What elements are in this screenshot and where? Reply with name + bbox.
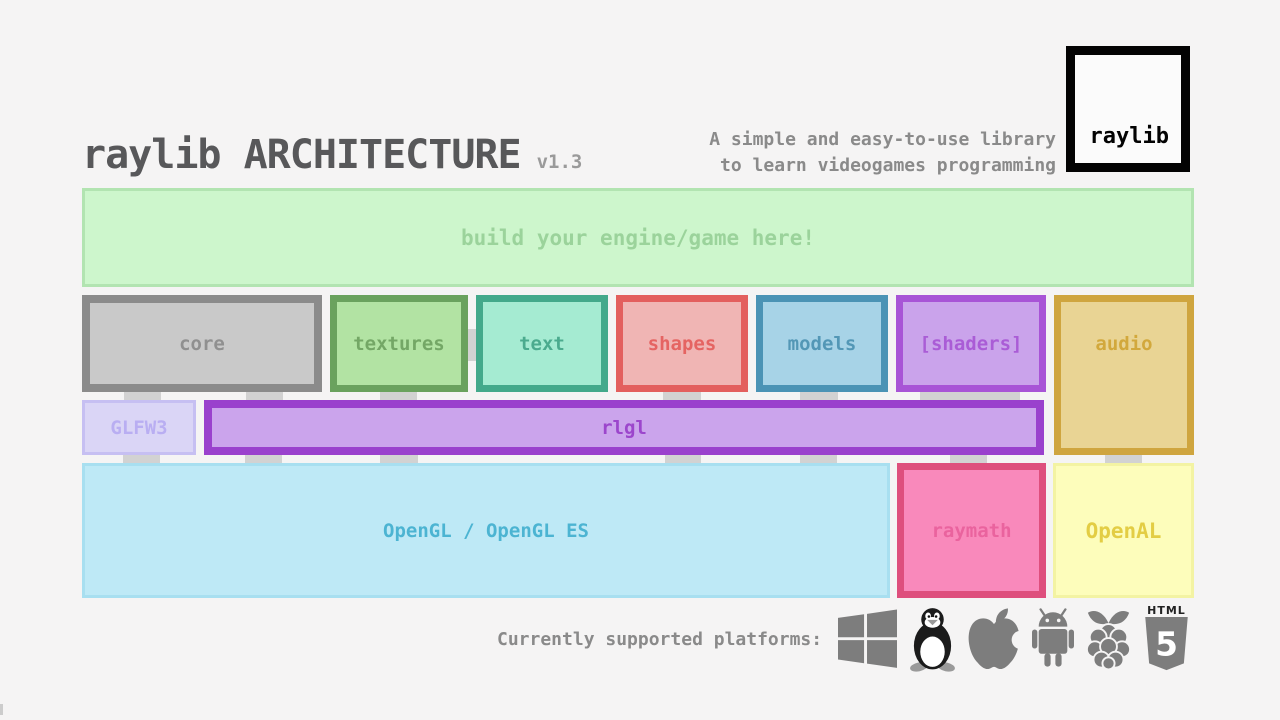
connector <box>245 454 282 464</box>
module-glfw3: GLFW3 <box>82 400 196 455</box>
module-raymath-label: raymath <box>931 519 1012 542</box>
engine-banner: build your engine/game here! <box>82 188 1194 287</box>
raspberry-pi-icon <box>1086 607 1131 671</box>
module-audio: audio <box>1054 295 1194 455</box>
module-core-label: core <box>179 332 225 355</box>
module-text-label: text <box>519 332 565 355</box>
module-shapes-label: shapes <box>647 332 717 355</box>
module-textures: textures <box>330 295 468 392</box>
raylib-logo: raylib <box>1066 46 1190 172</box>
engine-banner-label: build your engine/game here! <box>460 225 815 250</box>
module-text: text <box>476 295 608 392</box>
raylib-logo-label: raylib <box>1089 124 1169 149</box>
connector <box>123 454 160 464</box>
module-audio-label: audio <box>1095 333 1153 355</box>
html5-word: HTML <box>1147 604 1186 617</box>
tagline-line2: to learn videogames programming <box>720 155 1056 176</box>
page-title: raylib ARCHITECTURE <box>82 132 522 178</box>
connector <box>380 391 417 401</box>
module-core: core <box>82 295 322 392</box>
connector <box>663 391 701 401</box>
module-rlgl: rlgl <box>204 400 1044 455</box>
header: raylib ARCHITECTURE v1.3 <box>82 132 582 178</box>
module-models-label: models <box>787 332 857 355</box>
connector <box>124 391 161 401</box>
linux-icon <box>909 606 956 672</box>
connector <box>1105 454 1142 464</box>
platform-icons: HTML 5 <box>838 602 1190 676</box>
svg-text:5: 5 <box>1155 626 1178 664</box>
module-shaders-label: [shaders] <box>919 332 1023 355</box>
module-raymath: raymath <box>897 463 1046 598</box>
module-shaders: [shaders] <box>896 295 1046 392</box>
connector <box>950 454 987 464</box>
module-shapes: shapes <box>616 295 748 392</box>
module-rlgl-label: rlgl <box>601 416 647 439</box>
module-openal: OpenAL <box>1053 463 1194 598</box>
android-icon <box>1032 608 1074 670</box>
module-opengl-label: OpenGL / OpenGL ES <box>383 519 589 542</box>
tagline-line1: A simple and easy-to-use library <box>709 129 1056 150</box>
connector <box>246 391 283 401</box>
version-label: v1.3 <box>536 151 583 173</box>
html5-icon: HTML 5 <box>1143 605 1190 673</box>
connector <box>800 391 838 401</box>
windows-icon <box>838 609 897 669</box>
module-textures-label: textures <box>353 332 445 355</box>
connector <box>380 454 418 464</box>
module-models: models <box>756 295 888 392</box>
module-opengl: OpenGL / OpenGL ES <box>82 463 890 598</box>
connector <box>920 391 1020 401</box>
apple-icon <box>968 607 1020 671</box>
connector <box>665 454 701 464</box>
module-glfw3-label: GLFW3 <box>110 416 168 439</box>
tagline: A simple and easy-to-use library to lear… <box>709 127 1056 179</box>
connector <box>800 454 837 464</box>
module-openal-label: OpenAL <box>1085 518 1162 543</box>
edge-artifact <box>0 704 3 715</box>
platforms-label: Currently supported platforms: <box>497 629 823 650</box>
